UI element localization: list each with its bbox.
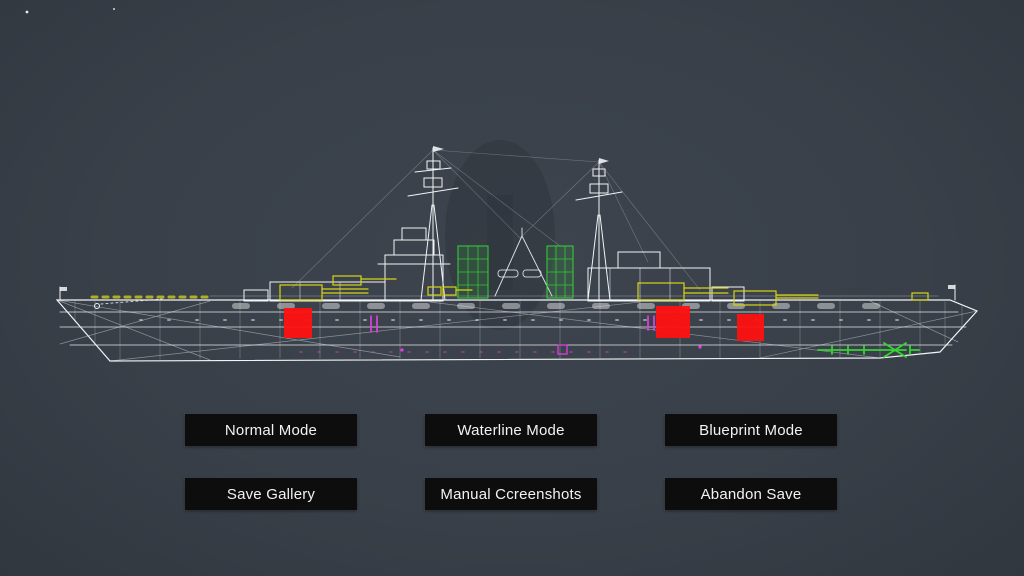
manual-screenshots-button[interactable]: Manual Ccreenshots: [425, 478, 597, 510]
casemate-band: [139, 303, 911, 321]
blueprint-mode-button[interactable]: Blueprint Mode: [665, 414, 837, 446]
foremast: [407, 146, 459, 301]
artifact-dots: [25, 8, 115, 14]
funnel-forward-highlight: [457, 245, 489, 299]
save-gallery-button[interactable]: Save Gallery: [185, 478, 357, 510]
normal-mode-button[interactable]: Normal Mode: [185, 414, 357, 446]
background-watermark: [445, 140, 555, 330]
module-markers: [299, 315, 702, 355]
hull-diagonals: [56, 299, 978, 362]
waterline-mode-button[interactable]: Waterline Mode: [425, 414, 597, 446]
mainmast: [575, 158, 623, 301]
rigging-lines: [291, 149, 701, 291]
funnel-aft-highlight: [546, 245, 574, 299]
propeller-shaft-highlight: [817, 342, 920, 358]
superstructure: [243, 227, 745, 302]
abandon-save-button[interactable]: Abandon Save: [665, 478, 837, 510]
bow-fittings: [59, 284, 956, 309]
turret-highlights: [90, 275, 929, 306]
hull-outline: [55, 295, 979, 362]
damage-red-blocks: [284, 306, 764, 341]
